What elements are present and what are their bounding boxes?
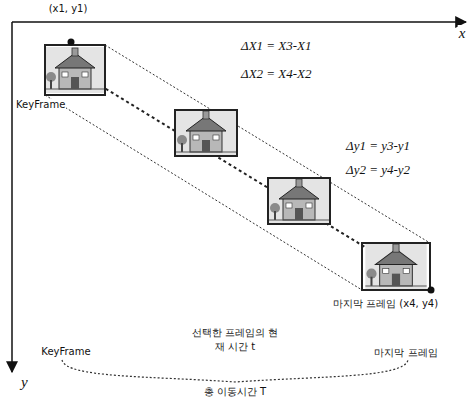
- point-dot: [428, 287, 435, 294]
- coordinate-label: (x1, y1): [48, 3, 89, 14]
- path-guide-line: [105, 45, 430, 243]
- axis-name: x: [458, 25, 467, 42]
- timeline-label: 마지막 프레임: [373, 346, 438, 360]
- frame: [362, 243, 430, 290]
- path-guide-line: [45, 95, 362, 290]
- formula-label: ΔX1 = X3-X1: [240, 38, 313, 54]
- timeline-label: 총 이동시간 T: [203, 385, 267, 399]
- frame: [268, 178, 330, 224]
- frame: [45, 45, 105, 95]
- formula-label: ΔX2 = X4-X2: [240, 66, 313, 82]
- point-dot: [68, 39, 75, 46]
- formula-label: Δy1 = y3-y1: [345, 138, 411, 154]
- axis-name: y: [20, 374, 29, 391]
- timeline-label: 선택한 프레임의 현재 시간 t: [188, 326, 282, 354]
- frame-label: 마지막 프레임 (x4, y4): [332, 297, 439, 311]
- frame: [175, 110, 237, 156]
- frame-label: KeyFrame: [15, 99, 66, 110]
- y-axis: [11, 22, 13, 372]
- timeline-label: KeyFrame: [40, 346, 91, 357]
- x-axis: [12, 21, 466, 23]
- time-brace: [62, 360, 408, 382]
- formula-label: Δy2 = y4-y2: [345, 162, 411, 178]
